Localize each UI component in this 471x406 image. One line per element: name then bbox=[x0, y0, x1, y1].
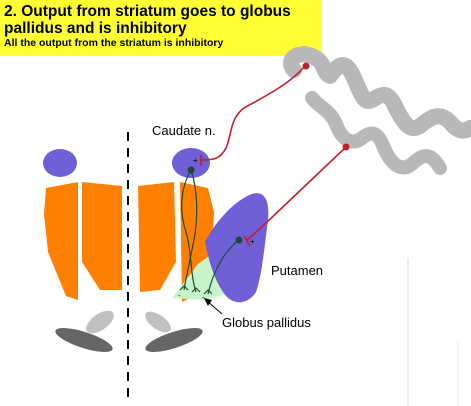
cortical-neuron-body bbox=[342, 143, 350, 151]
caudate-label: Caudate n. bbox=[152, 123, 216, 138]
title-box: 2. Output from striatum goes to globus p… bbox=[0, 0, 322, 56]
excitatory-sign-putamen: + bbox=[250, 237, 255, 246]
thalamus-right-inner bbox=[138, 182, 176, 292]
striatal-axon-caudate bbox=[181, 169, 197, 293]
putamen bbox=[205, 193, 269, 303]
lower-structure-right-light bbox=[145, 311, 171, 333]
inhibitory-terminal bbox=[191, 287, 201, 293]
thalamus-right-outer bbox=[180, 182, 214, 302]
subtitle: All the output from the striatum is inhi… bbox=[4, 37, 224, 49]
inhibitory-sign: - bbox=[202, 293, 205, 302]
lower-structure-right-dark bbox=[145, 328, 203, 352]
lower-structure-left-light bbox=[86, 310, 114, 334]
inhibitory-terminal bbox=[203, 289, 213, 295]
thalamus-left-outer bbox=[44, 182, 78, 300]
cortical-axon-to-caudate bbox=[199, 65, 306, 161]
inhibitory-sign: - bbox=[178, 291, 181, 300]
cortex bbox=[283, 46, 471, 139]
inhibitory-terminal bbox=[179, 285, 189, 291]
thalamus-left-inner bbox=[82, 182, 122, 290]
caudate-nucleus-left bbox=[43, 149, 77, 177]
globus-pallidus-label: Globus pallidus bbox=[222, 315, 311, 330]
cortical-axon-to-putamen bbox=[246, 146, 347, 241]
striatal-axon-putamen bbox=[207, 239, 240, 295]
title-line-2: pallidus and is inhibitory bbox=[4, 20, 187, 37]
cortical-neuron-body bbox=[302, 62, 310, 70]
title-line-1: 2. Output from striatum goes to globus bbox=[4, 3, 291, 20]
globus-pallidus-arrowhead bbox=[204, 298, 212, 306]
putamen-label: Putamen bbox=[271, 263, 323, 278]
cortex-lower-band bbox=[305, 91, 447, 175]
excitatory-sign-caudate: + bbox=[193, 156, 198, 165]
lower-structure-left-dark bbox=[55, 328, 113, 352]
striatal-axon-caudate-branch bbox=[183, 169, 198, 291]
excitatory-synapse-putamen bbox=[243, 235, 251, 247]
